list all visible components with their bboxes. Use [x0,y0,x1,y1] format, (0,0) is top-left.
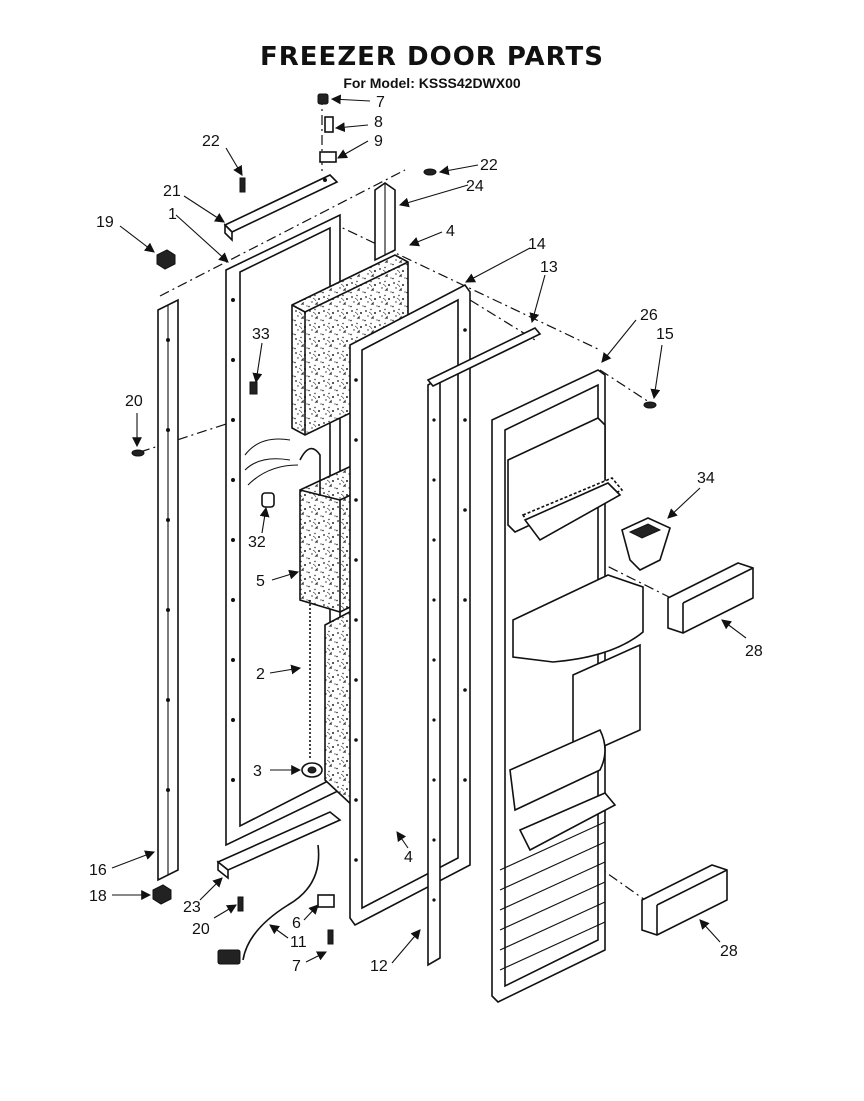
callout-6: 6 [292,915,301,932]
callout-26: 26 [640,307,658,324]
part-12-gasket-strip [427,376,441,967]
part-28-lower-bin [641,864,728,936]
part-23-bottom-bracket [216,811,342,880]
part-18-clip [152,884,172,905]
callout-5: 5 [256,573,265,590]
part-24-channel [374,182,396,262]
callout-2: 2 [256,666,265,683]
callout-16: 16 [89,862,107,879]
part-32-connector [261,492,275,508]
callout-20-left: 20 [125,393,143,410]
callout-22-left: 22 [202,133,220,150]
callout-1: 1 [168,206,177,223]
callout-7-bottom: 7 [292,958,301,975]
callout-19: 19 [96,214,114,231]
callout-12: 12 [370,958,388,975]
callout-numbers: 7 8 9 22 22 21 24 1 19 4 14 13 26 15 33 … [89,94,763,975]
part-16-hinge-strip [157,298,179,882]
callout-28-upper: 28 [745,643,763,660]
model-subtitle: For Model: KSSS42DWX00 [343,75,521,91]
callout-24: 24 [466,178,484,195]
part-21-top-bracket [223,174,339,242]
part-34-dispenser-cup [621,517,671,571]
diagram-title: FREEZER DOOR PARTS [260,42,604,72]
callout-13: 13 [540,259,558,276]
callout-23: 23 [183,899,201,916]
part-11-wire-harness [217,844,320,965]
callout-28-lower: 28 [720,943,738,960]
callout-20-bottom: 20 [192,921,210,938]
callout-11: 11 [290,934,307,951]
leader-lines [111,94,747,964]
callout-22-right: 22 [480,157,498,174]
part-26-dispenser-liner [491,369,644,1003]
hardware-screws [131,93,657,945]
callout-34: 34 [697,470,715,487]
callout-7-top: 7 [376,94,385,111]
callout-4-top: 4 [446,223,455,240]
callout-15: 15 [656,326,674,343]
callout-4-bottom: 4 [404,849,413,866]
part-19-clip [156,249,176,270]
callout-8: 8 [374,114,383,131]
callout-9: 9 [374,133,383,150]
part-28-upper-bin [667,562,754,634]
part-14-liner-frame [349,283,471,927]
part-2-heater-harness [244,438,321,760]
callout-32: 32 [248,534,266,551]
part-33-clip [249,381,258,395]
part-13-top-trim [426,327,542,387]
callout-14: 14 [528,236,546,253]
callout-33: 33 [252,326,270,343]
callout-21: 21 [163,183,181,200]
callout-18: 18 [89,888,107,905]
callout-3: 3 [253,763,262,780]
part-3-fitting [301,762,323,778]
